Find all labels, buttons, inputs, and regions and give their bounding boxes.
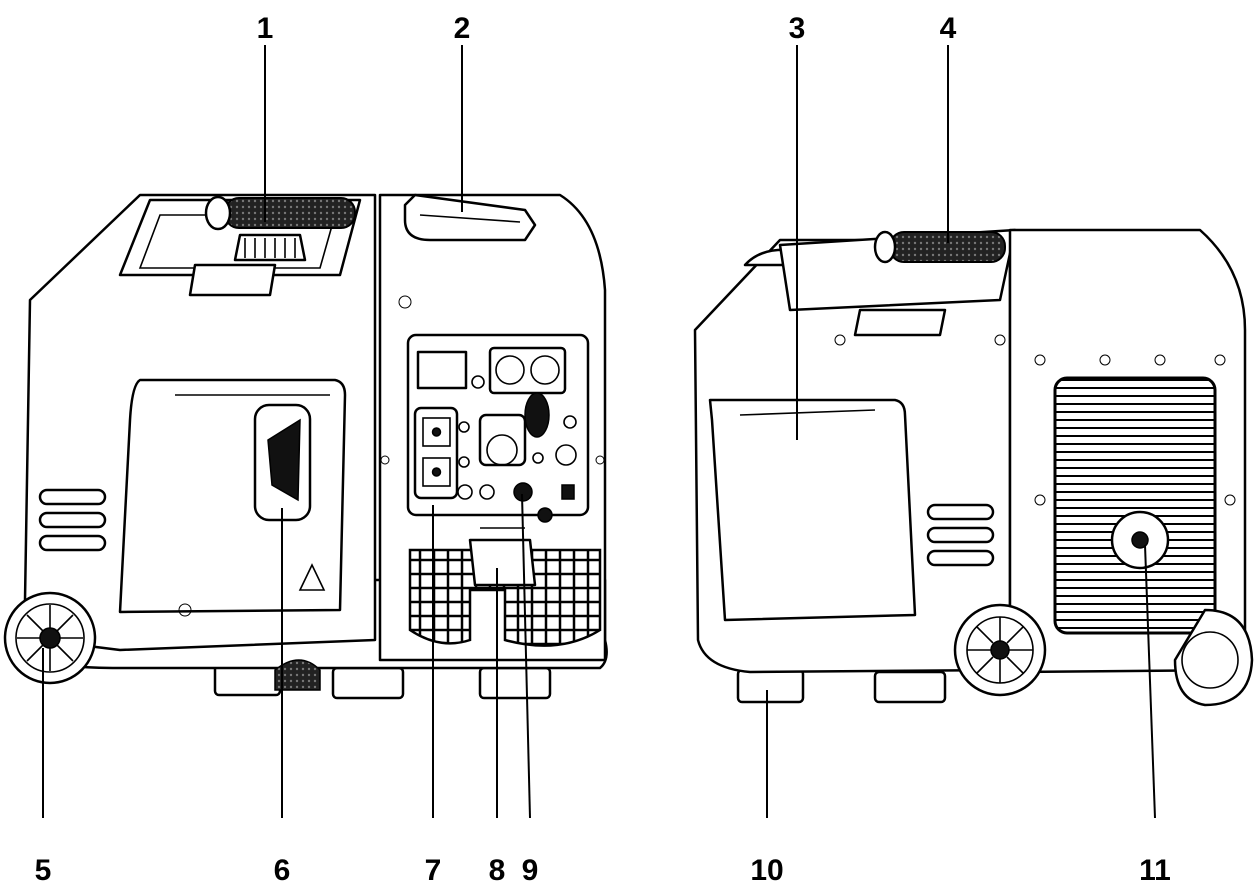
callout-9: 9 [522, 854, 539, 887]
callout-8: 8 [489, 854, 506, 887]
callout-1: 1 [257, 12, 274, 45]
leader-lines [42, 45, 1156, 819]
callout-7: 7 [425, 854, 442, 887]
callout-10: 10 [750, 854, 783, 887]
callout-4: 4 [940, 12, 957, 45]
callout-3: 3 [789, 12, 806, 45]
generator-rear-view [693, 228, 1254, 707]
callout-11: 11 [1139, 854, 1171, 887]
generator-front-view [3, 193, 608, 700]
callout-5: 5 [35, 854, 52, 887]
callout-2: 2 [454, 12, 471, 45]
callout-6: 6 [274, 854, 291, 887]
